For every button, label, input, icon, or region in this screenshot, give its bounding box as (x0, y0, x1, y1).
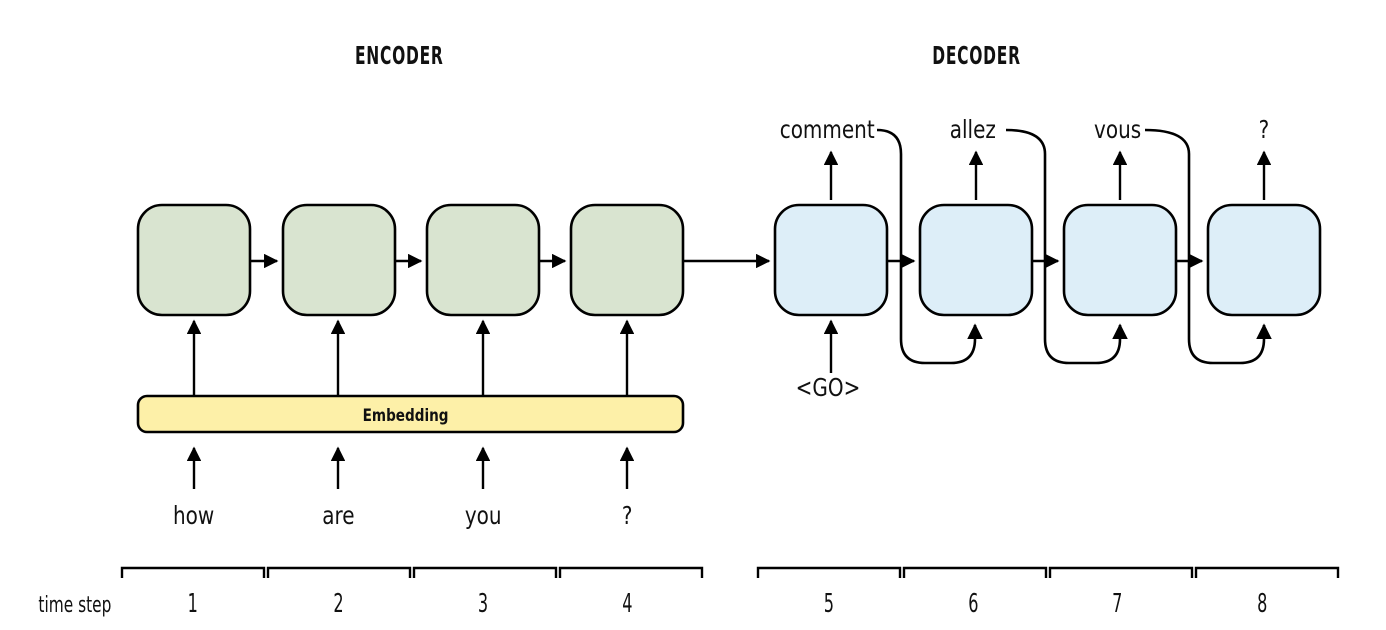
time-step-bracket-3 (412, 566, 558, 578)
feedback-loop-3-to-4 (1144, 128, 1272, 365)
encoder-cell-2[interactable] (281, 203, 397, 317)
encoder-cell-3[interactable] (425, 203, 541, 317)
embedding-layer-label: Embedding (363, 406, 449, 426)
encoder-cell-4[interactable] (569, 203, 685, 317)
time-step-number-7: 7 (1112, 589, 1122, 619)
time-step-bracket-2 (266, 566, 412, 578)
time-step-bracket-6 (902, 566, 1048, 578)
decoder-output-word-3: vous (1094, 116, 1141, 145)
decoder-output-word-2: allez (950, 116, 996, 145)
decoder-output-word-4: ? (1259, 116, 1270, 145)
decoder-output-word-1: comment (780, 116, 875, 145)
feedback-loop-1-to-2 (876, 128, 983, 365)
time-step-number-1: 1 (188, 589, 198, 619)
time-step-number-6: 6 (968, 589, 978, 619)
decoder-cell-4[interactable] (1206, 203, 1322, 317)
encoder-section-title: ENCODER (355, 41, 444, 70)
encoder-input-word-4: ? (622, 502, 633, 531)
encoder-input-word-3: you (465, 502, 502, 531)
time-step-bracket-1 (120, 566, 266, 578)
decoder-cell-1[interactable] (773, 203, 889, 317)
time-step-number-2: 2 (333, 589, 343, 619)
encoder-input-word-2: are (322, 502, 354, 531)
time-step-bracket-5 (756, 566, 902, 578)
time-step-bracket-7 (1048, 566, 1194, 578)
decoder-cell-3[interactable] (1062, 203, 1178, 317)
time-step-number-4: 4 (622, 589, 632, 619)
encoder-input-word-1: how (173, 502, 214, 531)
time-step-number-3: 3 (478, 589, 488, 619)
time-step-bracket-4 (558, 566, 704, 578)
time-step-axis-label: time step (38, 592, 111, 617)
encoder-cell-1[interactable] (136, 203, 252, 317)
time-step-number-5: 5 (824, 589, 834, 619)
time-step-number-8: 8 (1257, 589, 1267, 619)
embedding-layer-box[interactable] (136, 394, 685, 434)
time-step-bracket-8 (1194, 566, 1340, 578)
decoder-start-token-label: <GO> (796, 374, 861, 403)
feedback-loop-2-to-3 (1005, 128, 1128, 365)
decoder-cell-2[interactable] (918, 203, 1034, 317)
decoder-section-title: DECODER (932, 41, 1021, 70)
